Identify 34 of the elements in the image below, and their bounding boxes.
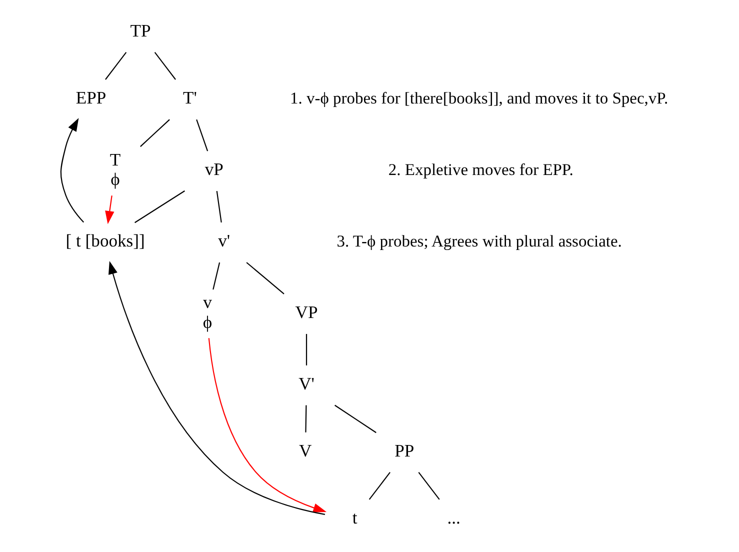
node-text: TP	[130, 20, 150, 41]
connector	[246, 262, 284, 294]
node-text: T ϕ	[109, 149, 120, 190]
arrow	[208, 338, 326, 512]
connector	[304, 405, 306, 432]
connector	[305, 334, 307, 366]
arrow	[108, 260, 325, 515]
connector	[418, 472, 440, 500]
node-text: vP	[204, 159, 223, 180]
arrow	[60, 118, 84, 223]
connector	[154, 52, 176, 80]
connector	[104, 52, 126, 80]
node-text: ...	[446, 508, 460, 528]
node-text: [ t [books]]	[65, 230, 144, 251]
node-text: v'	[218, 230, 230, 251]
node-text: v ϕ	[202, 292, 212, 332]
label: 1. v-ϕ probes for [there[books]], and moves it to Spec,vP.	[290, 88, 668, 108]
connector	[368, 472, 390, 500]
connector	[216, 190, 222, 223]
connector	[140, 119, 170, 147]
node-text: V	[298, 440, 312, 461]
node-text: EPP	[75, 88, 106, 108]
connector	[134, 190, 184, 224]
node-text: PP	[394, 440, 414, 461]
label: 3. T-ϕ probes; Agrees with plural associate.	[336, 231, 622, 250]
arrow	[104, 195, 114, 224]
connector	[334, 404, 376, 434]
node-text: T'	[182, 88, 196, 108]
connector	[196, 119, 208, 152]
node-text: VP	[294, 302, 318, 322]
node-text: V'	[298, 374, 314, 394]
label: 2. Expletive moves for EPP.	[388, 160, 573, 179]
node-text: t	[352, 508, 357, 528]
connector	[212, 262, 220, 290]
